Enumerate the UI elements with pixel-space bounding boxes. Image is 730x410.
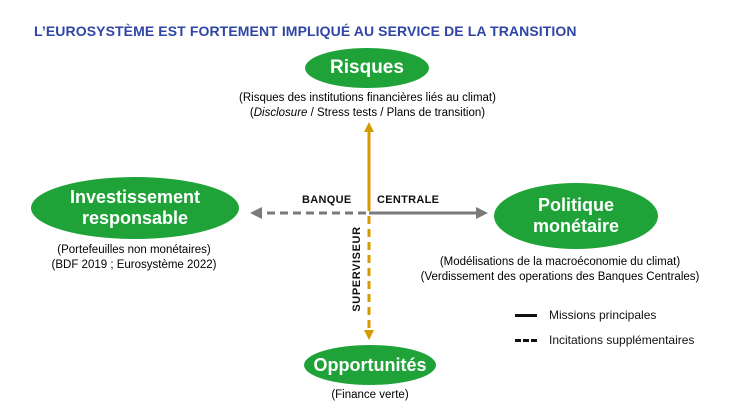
page-title: L’EUROSYSTÈME EST FORTEMENT IMPLIQUÉ AU … <box>34 23 577 39</box>
legend-solid: Missions principales <box>515 308 694 322</box>
node-investissement-caption: (Portefeuilles non monétaires) (BDF 2019… <box>31 243 237 273</box>
node-investissement-label-line1: Investissement <box>69 187 201 208</box>
legend-solid-label: Missions principales <box>549 308 657 322</box>
node-opportunites-caption: (Finance verte) <box>304 388 436 403</box>
politique-caption-line1: (Modélisations de la macroéconomie du cl… <box>439 256 681 268</box>
node-politique-label-line1: Politique <box>538 195 614 216</box>
politique-caption-line2: (Verdissement des operations des Banques… <box>420 270 700 283</box>
axis-label-superviseur: SUPERVISEUR <box>351 226 363 312</box>
legend-dashed-label: Incitations supplémentaires <box>549 333 695 347</box>
investissement-caption-line2: (BDF 2019 ; Eurosystème 2022) <box>51 258 217 271</box>
node-politique-label-line2: monétaire <box>532 216 620 236</box>
legend-dashed-line <box>515 338 537 342</box>
node-opportunites: Opportunités <box>304 345 436 385</box>
risques-caption-line1: (Risques des institutions financières li… <box>239 92 496 104</box>
axis-label-banque: BANQUE <box>302 194 352 206</box>
legend-solid-line <box>515 313 537 317</box>
node-opportunites-label: Opportunités <box>313 354 427 375</box>
node-politique-caption: (Modélisations de la macroéconomie du cl… <box>398 255 722 285</box>
node-investissement-label-line2: responsable <box>81 208 189 228</box>
investissement-caption-line1: (Portefeuilles non monétaires) <box>57 244 211 256</box>
node-risques-caption: (Risques des institutions financières li… <box>215 91 520 121</box>
node-risques: Risques <box>305 48 429 88</box>
node-risques-label: Risques <box>330 57 404 79</box>
risques-caption-line2: (Disclosure / Stress tests / Plans de tr… <box>249 106 486 119</box>
legend: Missions principales Incitations supplém… <box>515 308 694 347</box>
node-politique: Politique monétaire <box>494 183 658 249</box>
node-investissement: Investissement responsable <box>31 177 239 239</box>
opportunites-caption-line1: (Finance verte) <box>331 389 409 401</box>
axis-label-centrale: CENTRALE <box>377 194 440 206</box>
legend-dashed: Incitations supplémentaires <box>515 333 694 347</box>
